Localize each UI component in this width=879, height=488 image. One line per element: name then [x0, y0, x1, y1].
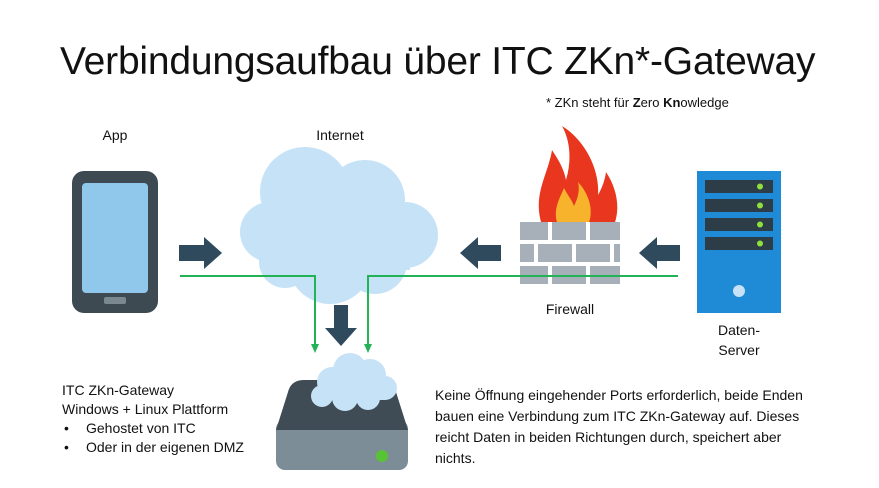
connection-arrowhead-right [364, 344, 372, 353]
arrow-right-icon [179, 237, 222, 269]
server-icon [697, 171, 781, 313]
gateway-box-icon [276, 353, 408, 470]
arrow-down-icon [325, 305, 357, 346]
smartphone-icon [72, 171, 158, 313]
cloud-icon [240, 147, 438, 304]
footnote-prefix: * ZKn steht für [546, 95, 633, 110]
arrow-left-icon [460, 237, 501, 269]
gateway-info-bullet: Oder in der eigenen DMZ [62, 438, 244, 457]
footnote-kn-rest: owledge [680, 95, 729, 110]
label-app: App [102, 127, 128, 143]
gateway-info-platform: Windows + Linux Plattform [62, 401, 229, 417]
footnote: * ZKn steht für Zero Knowledge [546, 95, 729, 110]
gateway-info: ITC ZKn-Gateway Windows + Linux Plattfor… [62, 381, 244, 457]
label-server: Daten- Server [700, 320, 778, 360]
firewall-icon [520, 126, 620, 284]
gateway-info-bullet: Gehostet von ITC [62, 419, 244, 438]
label-firewall: Firewall [545, 301, 595, 317]
footnote-z-rest: ero [640, 95, 664, 110]
page-title: Verbindungsaufbau über ITC ZKn*-Gateway [60, 40, 816, 83]
footnote-kn-bold: Kn [663, 95, 681, 110]
small-cloud-icon [311, 353, 397, 411]
label-internet: Internet [316, 127, 364, 143]
gateway-info-title: ITC ZKn-Gateway [62, 382, 175, 398]
connection-arrowhead-left [311, 344, 319, 353]
arrow-left-icon [639, 237, 680, 269]
label-server-line1: Daten- [717, 322, 761, 338]
description-text: Keine Öffnung eingehender Ports erforder… [435, 387, 803, 466]
connection-lines [180, 275, 678, 346]
label-server-line2: Server [718, 342, 760, 358]
footnote-z-bold: Z [632, 95, 641, 110]
gateway-info-list: Gehostet von ITC Oder in der eigenen DMZ [62, 419, 244, 457]
